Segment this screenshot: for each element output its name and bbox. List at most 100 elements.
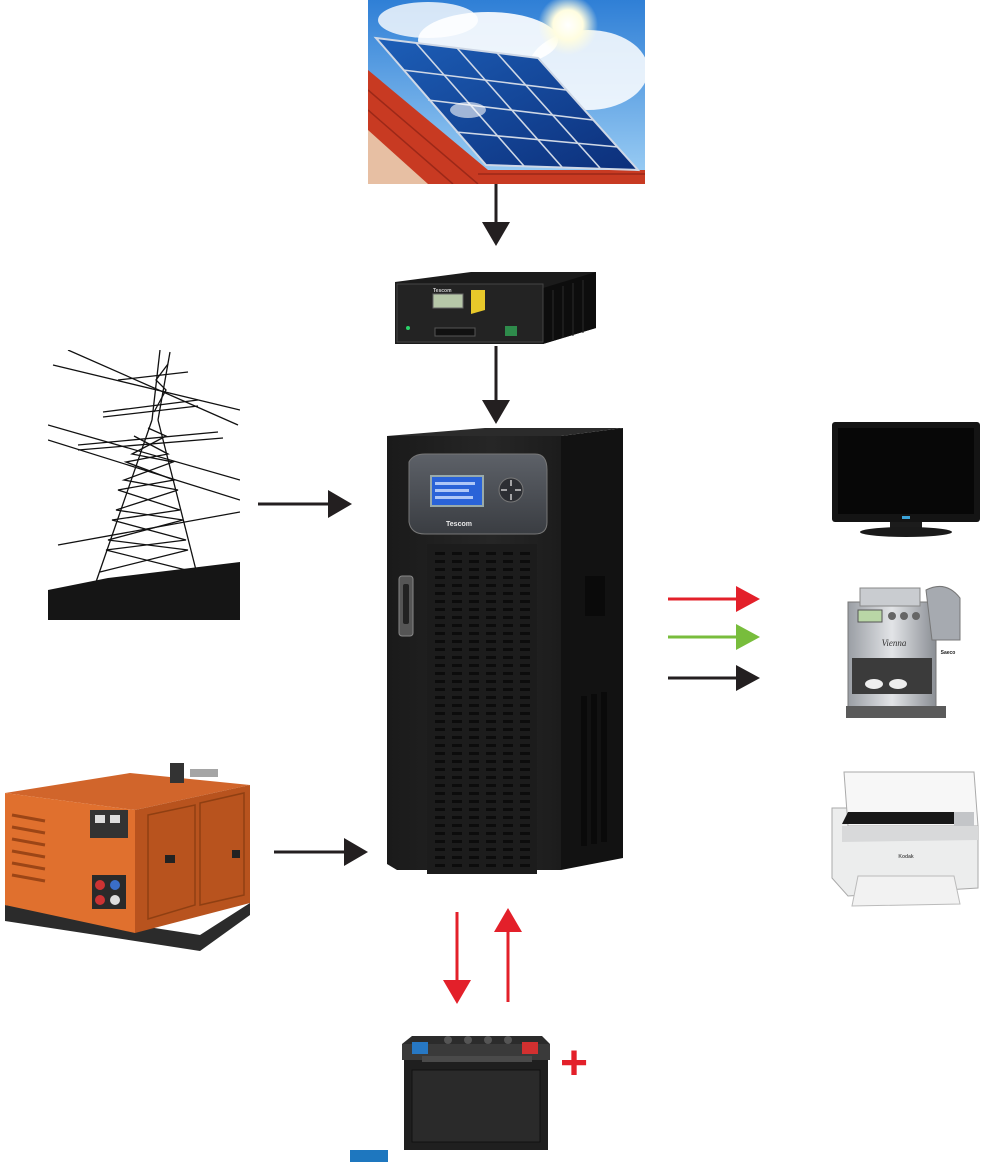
- ups-vent-slot: [452, 584, 462, 587]
- ups-vent-slot: [435, 744, 445, 747]
- ups-vent-slot: [503, 848, 513, 851]
- ups-vent-slot: [503, 664, 513, 667]
- ups-vent-slot: [503, 808, 513, 811]
- ups-vent-slot: [503, 672, 513, 675]
- ups-vent-slot: [435, 784, 445, 787]
- ups-vent-slot: [452, 800, 462, 803]
- ups-vent-slot: [469, 568, 479, 571]
- ups-vent-slot: [435, 736, 445, 739]
- ups-vent-slot: [469, 720, 479, 723]
- ups-vent-slot: [520, 736, 530, 739]
- ups-vent-slot: [486, 712, 496, 715]
- charger-brand-label: Tescom: [433, 288, 452, 294]
- ups-vent-slot: [435, 728, 445, 731]
- ups-vent-slot: [503, 864, 513, 867]
- ups-vent-slot: [520, 784, 530, 787]
- ups-vent-slot: [469, 576, 479, 579]
- ups-vent-slot: [469, 776, 479, 779]
- ups-vent-slot: [469, 664, 479, 667]
- ups-vent-slot: [452, 664, 462, 667]
- ups-vent-slot: [503, 656, 513, 659]
- ups-vent-slot: [486, 784, 496, 787]
- ups-vent-slot: [469, 616, 479, 619]
- ups-vent-slot: [520, 584, 530, 587]
- ups-vent-slot: [469, 848, 479, 851]
- ups-vent-slot: [503, 600, 513, 603]
- ups-vent-slot: [469, 632, 479, 635]
- ups-vent-slot: [452, 752, 462, 755]
- ups-vent-slot: [469, 736, 479, 739]
- ups-vent-slot: [486, 696, 496, 699]
- ups-cabinet-icon: Tescom: [385, 426, 625, 878]
- ups-vent-slot: [469, 728, 479, 731]
- ups-vent-slot: [452, 696, 462, 699]
- ups-vent-slot: [452, 672, 462, 675]
- ups-vent-slot: [520, 808, 530, 811]
- ups-vent-slot: [520, 848, 530, 851]
- ups-vent-slot: [452, 712, 462, 715]
- ups-vent-slot: [503, 792, 513, 795]
- ups-vent-slot: [469, 688, 479, 691]
- ups-vent-slot: [503, 576, 513, 579]
- ups-vent-slot: [486, 632, 496, 635]
- ups-vent-slot: [503, 856, 513, 859]
- ups-vent-slot: [435, 760, 445, 763]
- diesel-generator-icon: [0, 755, 250, 955]
- ups-vent-slot: [435, 584, 445, 587]
- ups-vent-slot: [486, 680, 496, 683]
- ups-vent-slot: [503, 648, 513, 651]
- ups-vent-slot: [452, 776, 462, 779]
- ups-vent-slot: [452, 616, 462, 619]
- ups-vent-slot: [469, 552, 479, 555]
- ups-vent-slot: [469, 560, 479, 563]
- ups-vent-slot: [452, 640, 462, 643]
- battery-icon: [398, 1030, 556, 1154]
- ups-vent-slot: [486, 824, 496, 827]
- ups-vent-slot: [520, 752, 530, 755]
- ups-vent-slot: [520, 840, 530, 843]
- ups-vent-slot: [503, 592, 513, 595]
- ups-vent-slot: [435, 704, 445, 707]
- ups-vent-slot: [520, 656, 530, 659]
- solar-charge-controller-icon: Tescom: [393, 270, 598, 346]
- ups-vent-slot: [435, 616, 445, 619]
- ups-vent-slot: [452, 552, 462, 555]
- ups-vent-slot: [452, 688, 462, 691]
- ups-vent-slot: [435, 672, 445, 675]
- ups-vent-slot: [486, 840, 496, 843]
- ups-vent-slot: [452, 608, 462, 611]
- ups-vent-slot: [486, 624, 496, 627]
- ups-vent-slot: [469, 808, 479, 811]
- ups-vent-slot: [486, 720, 496, 723]
- ups-vent-slot: [469, 744, 479, 747]
- ups-vent-slot: [435, 664, 445, 667]
- ups-vent-slot: [486, 640, 496, 643]
- ups-vent-slot: [452, 760, 462, 763]
- ups-vent-slot: [520, 856, 530, 859]
- ups-vent-slot: [520, 696, 530, 699]
- ups-vent-slot: [520, 712, 530, 715]
- ups-vent-slot: [486, 800, 496, 803]
- ups-vent-slot: [452, 824, 462, 827]
- ups-vent-slot: [435, 824, 445, 827]
- ups-vent-slot: [452, 808, 462, 811]
- ups-vent-slot: [469, 680, 479, 683]
- ups-vent-slot: [452, 624, 462, 627]
- negative-terminal-symbol: −: [350, 1150, 388, 1162]
- ups-vent-slot: [469, 840, 479, 843]
- ups-vent-slot: [486, 864, 496, 867]
- ups-vent-slot: [435, 656, 445, 659]
- ups-vent-slot: [452, 784, 462, 787]
- ups-vent-slot: [503, 768, 513, 771]
- ups-vent-slot: [435, 856, 445, 859]
- ups-vent-slot: [469, 760, 479, 763]
- ups-vent-slot: [520, 744, 530, 747]
- ups-vent-slot: [452, 656, 462, 659]
- ups-vent-slot: [520, 688, 530, 691]
- arrow-solar-to-charger: [482, 184, 510, 248]
- ups-vent-slot: [435, 720, 445, 723]
- ups-vent-slot: [452, 768, 462, 771]
- ups-vent-slot: [469, 864, 479, 867]
- ups-vent-slot: [486, 808, 496, 811]
- coffee-machine-icon: Vienna Saeco: [842, 580, 966, 722]
